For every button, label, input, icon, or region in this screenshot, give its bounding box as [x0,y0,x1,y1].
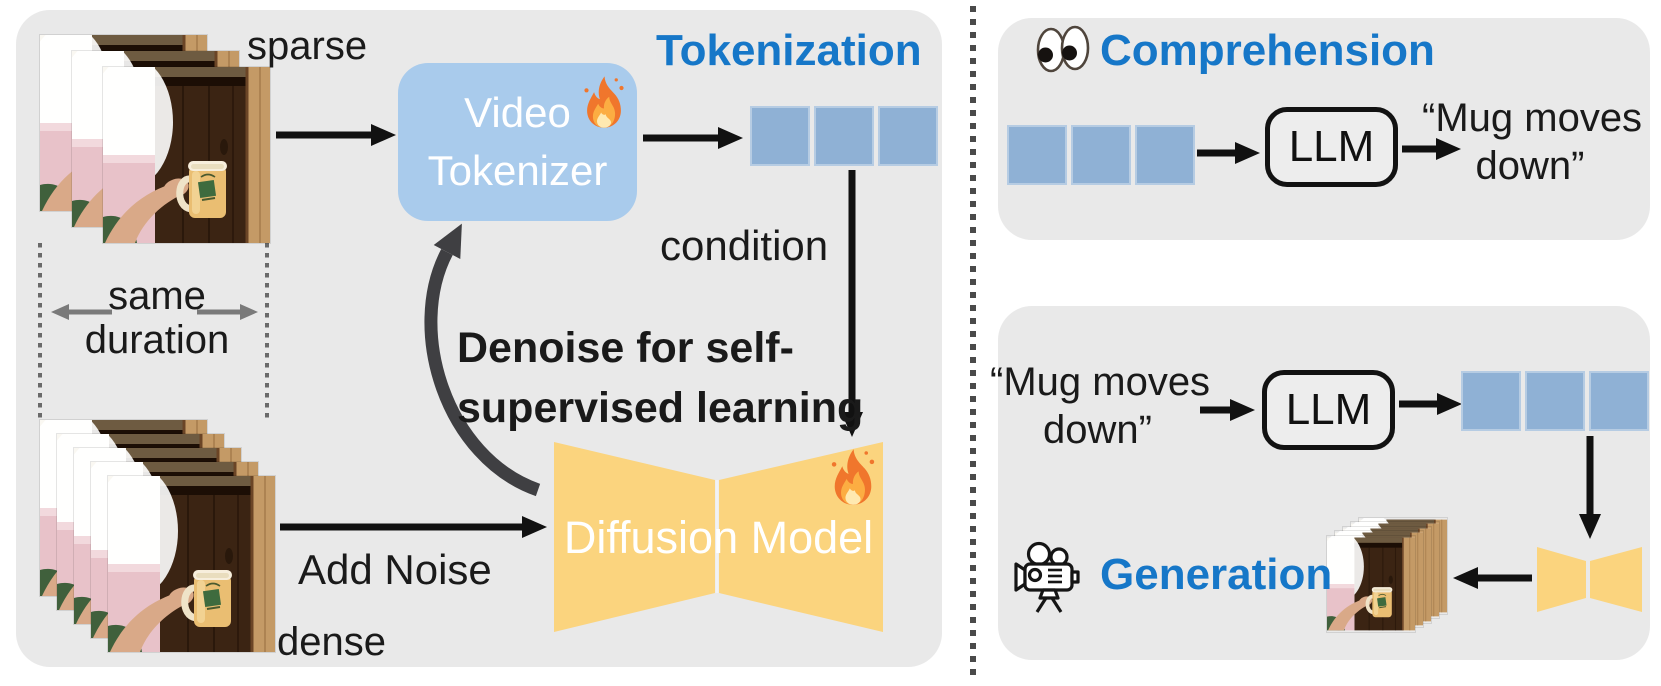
token-square [878,106,938,166]
token-square [1135,125,1195,185]
decoder-shape [1537,547,1586,612]
video-frame [102,66,271,244]
caption-line2: down” [1475,144,1585,188]
token-square [814,106,874,166]
video-tokenizer-label-line2: Tokenizer [427,147,608,194]
caption-line1: “Mug moves [990,360,1211,404]
video-tokenizer-box: Video Tokenizer [398,63,637,221]
token-sequence [750,106,938,166]
denoise-text-line1: Denoise for self- [457,324,794,372]
dense-label: dense [277,620,386,664]
caption-line1: “Mug moves [1422,96,1643,140]
denoise-text-line2: supervised learning [457,384,864,432]
same-duration-label-line2: duration [84,318,230,362]
sparse-label: sparse [247,24,368,68]
token-square [1071,125,1131,185]
tokenization-title: Tokenization [656,26,922,75]
token-square [1461,371,1521,431]
diffusion-model-label: Diffusion Model [563,512,874,563]
comprehension-caption: “Mug moves down” [1422,94,1643,190]
add-noise-label: Add Noise [298,546,492,593]
token-sequence [1461,371,1649,431]
condition-label: condition [660,222,829,269]
llm-label: LLM [1288,122,1375,171]
token-square [1007,125,1067,185]
video-tokenizer-label-line1: Video [464,89,571,136]
llm-box: LLM [1265,107,1398,187]
llm-label: LLM [1285,385,1372,434]
video-frame [1326,535,1416,633]
diffusion-model-shape [554,442,715,632]
decoder-shape [1590,547,1642,612]
arrow-denoise-feedback [424,223,541,497]
same-duration-label-line1: same [108,274,206,318]
token-square [1589,371,1649,431]
comprehension-title: Comprehension [1100,26,1435,75]
eyes-icon [1036,25,1090,73]
generation-title: Generation [1100,550,1333,599]
token-sequence [1007,125,1195,185]
video-frame [107,475,276,653]
llm-box: LLM [1262,370,1395,450]
token-square [1525,371,1585,431]
fire-icon [584,76,624,128]
caption-line2: down” [1043,408,1152,452]
movie-camera-icon [1014,541,1080,613]
fire-icon [831,449,875,505]
token-square [750,106,810,166]
generation-caption: “Mug moves down” [990,358,1211,454]
